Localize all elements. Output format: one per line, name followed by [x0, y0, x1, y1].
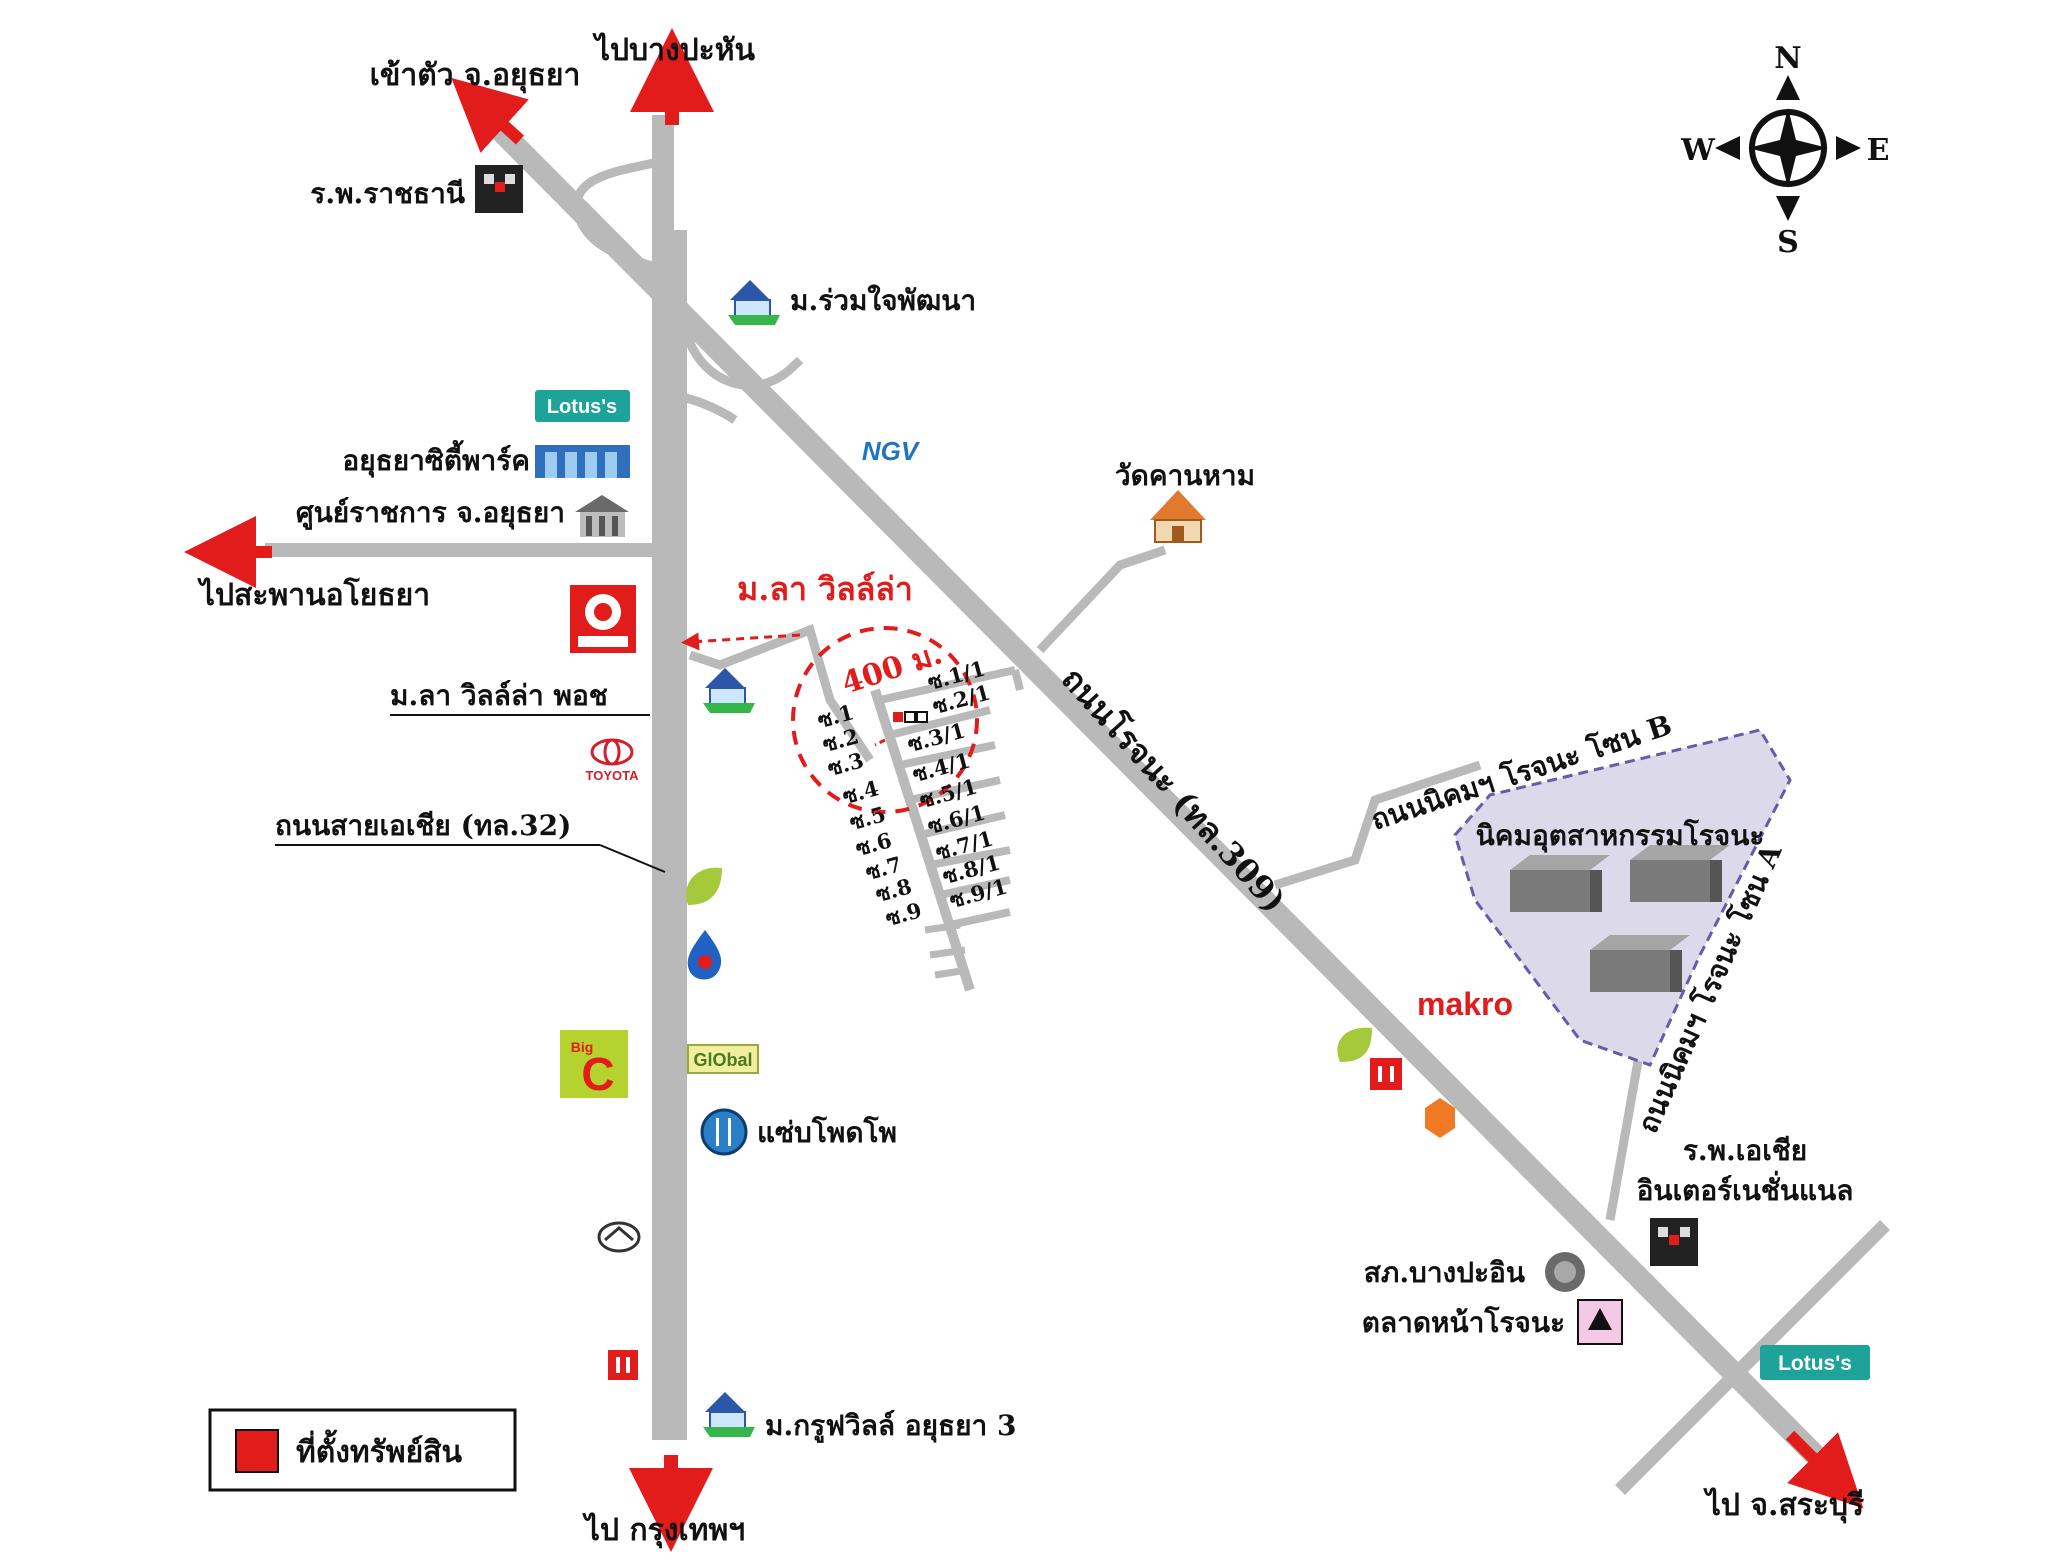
rojana-road-label: ถนนโรจนะ (ทล.309): [1054, 660, 1293, 920]
asia-highway-label: ถนนสายเอเชีย (ทล.32): [275, 809, 571, 842]
restaurant-icon: [700, 1108, 748, 1156]
market-icon: [1577, 1299, 1623, 1345]
big-c-letter: C: [581, 1048, 614, 1100]
property-location-marker: [893, 712, 903, 722]
village-icon: [728, 280, 780, 325]
rojana-market-label: ตลาดหน้าโรจนะ: [1362, 1305, 1565, 1339]
estate-area: [1453, 728, 1792, 1067]
village-icon-2: [703, 668, 755, 713]
police-station-label: สภ.บางปะอิน: [1364, 1256, 1525, 1289]
la-villa-porch-callout: ม.ลา วิลล์ล่า พอช: [390, 679, 650, 716]
lotus-badge-2: Lotus's: [1760, 1345, 1870, 1380]
compass-n: N: [1774, 41, 1801, 76]
makro-logo: makro: [1417, 986, 1513, 1022]
compass-s: S: [1777, 225, 1799, 260]
toyota-logo: TOYOTA: [586, 738, 640, 783]
legend-swatch: [235, 1429, 279, 1473]
group-ville-label: ม.กรูฟวิลล์ อยุธยา 3: [765, 1409, 1016, 1443]
label-to-ayothaya-bridge: ไปสะพานอโยธยา: [197, 576, 430, 613]
compass-star-icon: [1748, 108, 1828, 188]
la-villa-porch-label: ม.ลา วิลล์ล่า พอช: [390, 679, 608, 712]
lotus-badge: Lotus's: [535, 390, 630, 422]
village-icon-3: [703, 1392, 755, 1437]
wat-khan-ham-road: [1036, 545, 1167, 654]
saeb-pod-pho-label: แซ่บโพดโพ: [757, 1115, 897, 1149]
homepro-logo-2: [1370, 1058, 1402, 1090]
lotus-text-2: Lotus's: [1778, 1352, 1852, 1375]
big-c-small: Big: [571, 1039, 594, 1055]
big-c-logo: Big C: [560, 1030, 628, 1100]
asia-hospital-label-1: ร.พ.เอเชีย: [1683, 1134, 1807, 1167]
mall-icon: [535, 445, 630, 478]
arrow-to-ayutthaya-city: [451, 77, 529, 153]
police-badge-icon: [1545, 1252, 1585, 1292]
label-to-ayutthaya-city: เข้าตัว จ.อยุธยา: [370, 58, 581, 94]
temple-icon: [1150, 490, 1206, 543]
estate-zone-b-road: [1273, 760, 1482, 890]
legend-label: ที่ตั้งทรัพย์สิน: [296, 1429, 462, 1470]
ruamjai-village-label: ม.ร่วมใจพัฒนา: [790, 284, 976, 317]
label-to-bangkok: ไป กรุงเทพฯ: [582, 1512, 745, 1549]
global-house-text: GlObal: [693, 1050, 752, 1070]
soi-branches: [879, 666, 1024, 979]
factory-icon-3: [1590, 935, 1690, 992]
soi-labels: ซ.1 ซ.2 ซ.3 ซ.4 ซ.5 ซ.6 ซ.7 ซ.8 ซ.9 ซ.1/…: [815, 656, 1010, 931]
hospital-icon: [475, 165, 523, 213]
central-logo: [570, 585, 636, 653]
factory-icon: [1510, 855, 1610, 912]
soi-main-road: [870, 688, 975, 992]
factory-icon-2: [1630, 845, 1730, 902]
legend: ที่ตั้งทรัพย์สิน: [208, 1408, 517, 1492]
global-house-logo: GlObal: [687, 1044, 759, 1074]
wat-khan-ham-label: วัดคานหาม: [1115, 459, 1255, 492]
radius-circle: [791, 626, 979, 814]
arrow-to-saraburi: [1785, 1430, 1864, 1509]
estate-label: นิคมอุตสาหกรรมโรจนะ: [1476, 818, 1765, 853]
government-building-icon: [575, 495, 629, 537]
dohome-logo: [1425, 1098, 1455, 1138]
compass-e: E: [1867, 133, 1890, 168]
saraburi-cross-road: [1615, 1220, 1890, 1495]
lotus-text: Lotus's: [547, 396, 617, 418]
compass-rose: N S E W: [1680, 41, 1889, 260]
homepro-logo: [608, 1350, 638, 1380]
city-park-label: อยุธยาซิตี้พาร์ค: [342, 439, 530, 478]
toyota-text: TOYOTA: [586, 768, 640, 783]
direction-arrows: [184, 28, 1864, 1552]
label-to-saraburi: ไป จ.สระบุรี: [1703, 1487, 1864, 1524]
bangchak-fuel-icon: [686, 867, 722, 905]
asia-hospital-label-2: อินเตอร์เนชั่นแนล: [1636, 1170, 1853, 1207]
hospital-icon-2: [1650, 1218, 1698, 1266]
project-name: ม.ลา วิลล์ล่า: [737, 570, 913, 608]
label-to-bang-pahan: ไปบางปะหัน: [592, 32, 756, 68]
ptt-fuel-icon: [687, 930, 722, 980]
ngv-logo: NGV: [862, 436, 921, 466]
rojana-road: [472, 102, 1823, 1463]
government-center-label: ศูนย์ราชการ จ.อยุธยา: [296, 496, 565, 530]
mazda-logo: [597, 1221, 641, 1253]
project-access-road: [688, 624, 874, 763]
rajthanee-hospital-label: ร.พ.ราชธานี: [310, 177, 465, 210]
asia-highway-callout: ถนนสายเอเชีย (ทล.32): [275, 809, 666, 873]
interchange-loop-side: [662, 390, 738, 424]
compass-w: W: [1680, 133, 1716, 168]
estate-zone-a-road: [1605, 1049, 1645, 1221]
bangchak-fuel-icon-2: [1337, 1027, 1372, 1062]
road-network: [265, 102, 1890, 1495]
rojana-industrial-estate: นิคมอุตสาหกรรมโรจนะ: [1453, 728, 1792, 1067]
